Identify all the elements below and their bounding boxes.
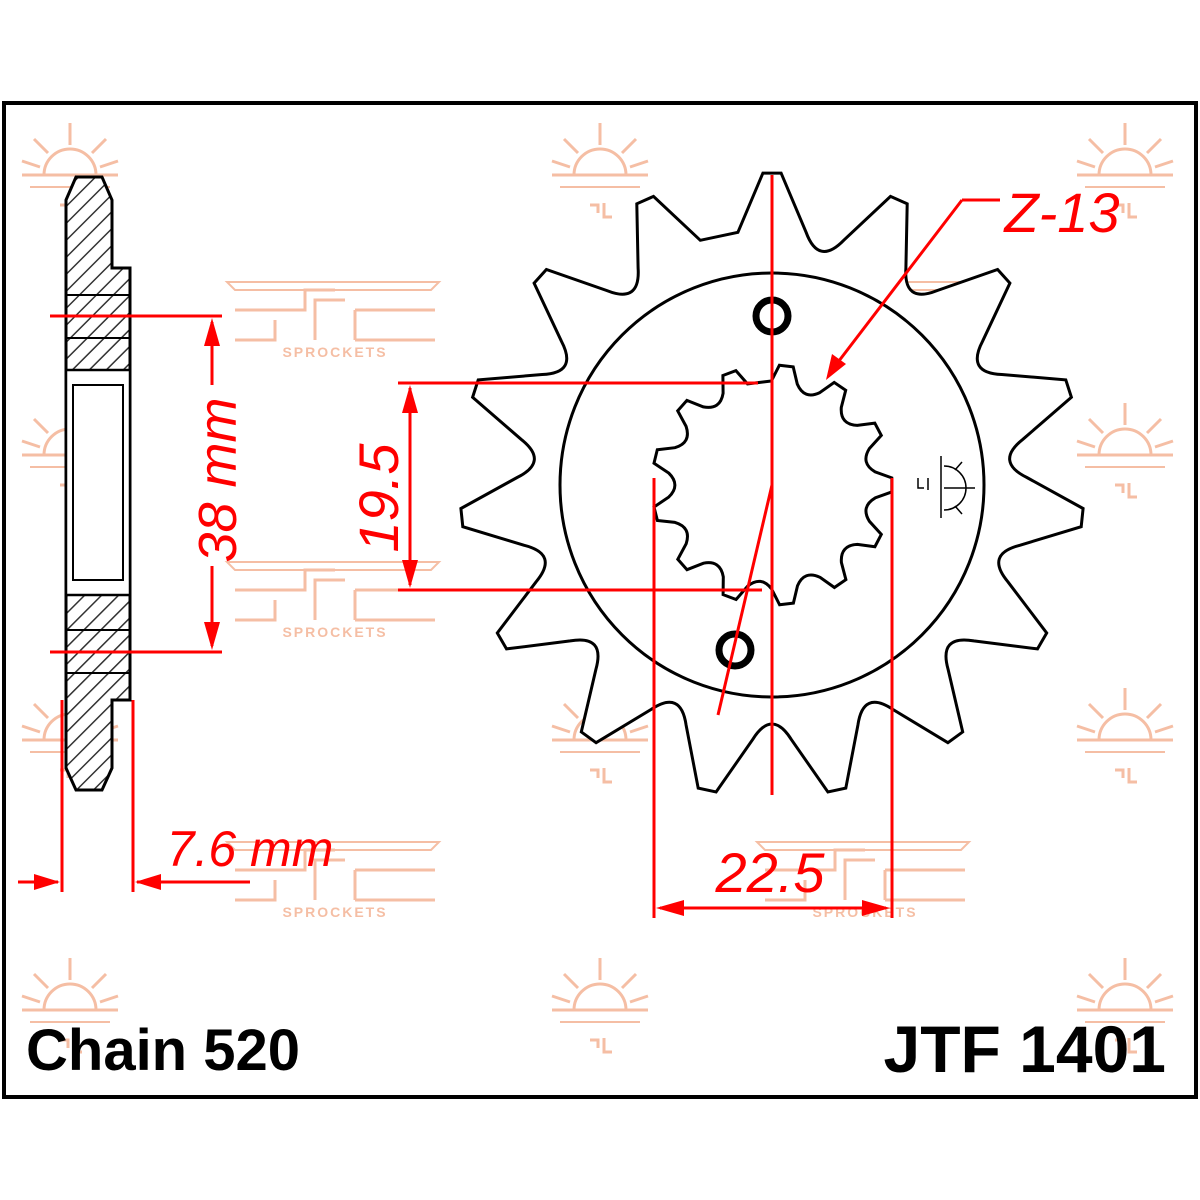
watermark-brand-text: SPROCKETS [282,344,387,360]
dim-label-thickness: 7.6 mm [167,821,334,877]
dim-label-spline-outer: 22.5 [715,841,826,904]
dim-label-bolt-circle: 38 mm [188,397,248,562]
watermark-brand-text: SPROCKETS [282,624,387,640]
dim-label-spline-count: Z-13 [1002,181,1119,244]
dimension-lines [18,175,1000,918]
sprocket-side-view [64,175,132,792]
part-number: JTF 1401 [884,1012,1167,1086]
stamp-mark-icon [917,456,975,518]
chain-label: Chain 520 [26,1018,300,1083]
watermark-brand-text: SPROCKETS [282,904,387,920]
dim-label-spline-inner: 19.5 [347,443,410,553]
bolt-hole-bottom [715,630,755,670]
